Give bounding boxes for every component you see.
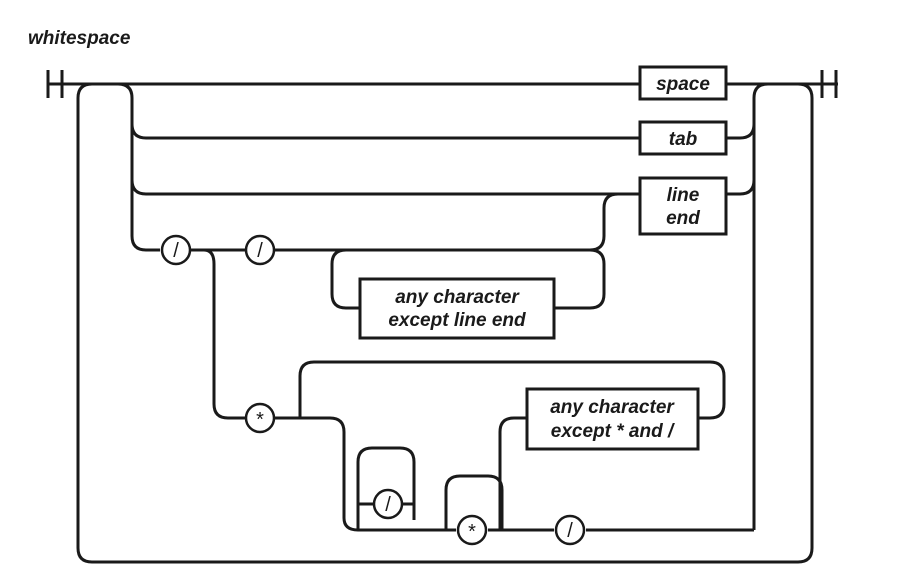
terminal-star-open-symbol: * xyxy=(256,409,264,431)
terminal-slash-second-symbol: / xyxy=(257,240,263,262)
terminal-slash-second: / xyxy=(244,234,276,266)
choice-right-rail xyxy=(752,82,769,530)
tab-branch-track xyxy=(130,123,756,140)
terminal-star-inner-symbol: * xyxy=(468,521,476,543)
terminal-slash-first-symbol: / xyxy=(173,240,179,262)
star-loop-track xyxy=(444,474,504,530)
space-box: space xyxy=(638,65,728,101)
terminal-star-inner: * xyxy=(456,514,488,546)
choice-left-rail xyxy=(117,82,160,252)
block-comment-repeat-track xyxy=(298,360,726,530)
line-comment-loop-track xyxy=(330,248,606,310)
space-label: space xyxy=(656,74,710,95)
line-end-box: line end xyxy=(638,176,728,236)
terminal-slash-close: / xyxy=(554,514,586,546)
slash-loop-track xyxy=(356,446,416,530)
terminal-slash-inner-symbol: / xyxy=(385,494,391,516)
any-except-line-end-label-2: except line end xyxy=(388,310,526,331)
block-comment-entry-track xyxy=(203,248,246,420)
diagram-title: whitespace xyxy=(28,28,131,49)
any-except-star-slash-label-1: any character xyxy=(550,397,675,418)
line-end-label-2: end xyxy=(666,208,700,229)
terminal-slash-first: / xyxy=(160,234,192,266)
tab-box: tab xyxy=(638,120,728,156)
tab-label: tab xyxy=(669,129,698,150)
any-except-star-slash-box: any character except * and / xyxy=(525,387,700,451)
outer-loop-track xyxy=(76,82,814,564)
terminal-slash-inner: / xyxy=(372,488,404,520)
line-end-branch-track xyxy=(130,179,756,196)
any-except-line-end-label-1: any character xyxy=(395,287,520,308)
any-except-line-end-box: any character except line end xyxy=(358,277,556,340)
terminal-star-open: * xyxy=(244,402,276,434)
any-except-star-slash-label-2: except * and / xyxy=(551,421,675,442)
terminal-slash-close-symbol: / xyxy=(567,520,573,542)
line-end-label-1: line xyxy=(667,185,700,206)
